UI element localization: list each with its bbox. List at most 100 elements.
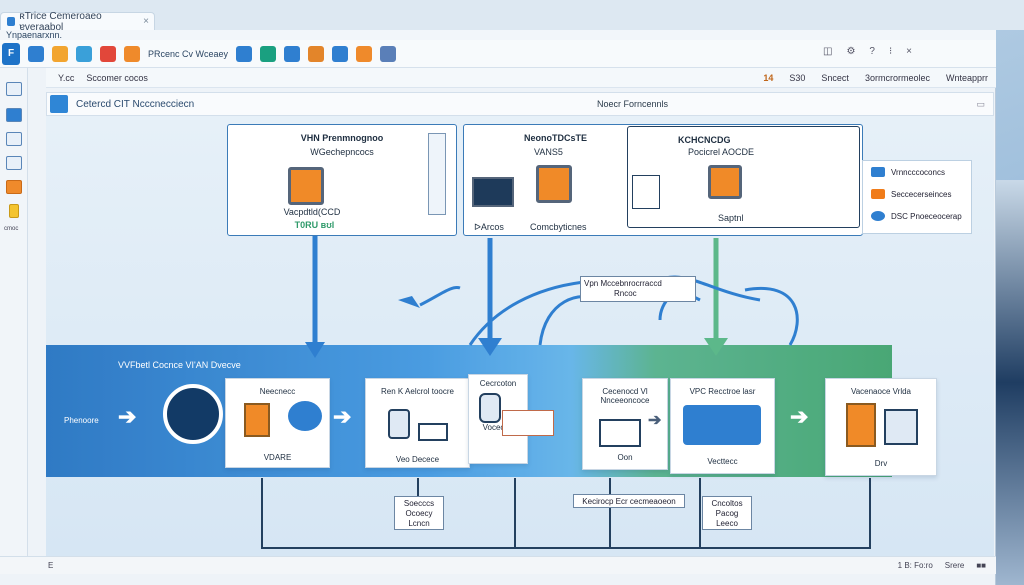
- close-icon[interactable]: ×: [143, 16, 149, 27]
- document-title: Cetercd CIT Ncccnecciecn: [76, 98, 195, 110]
- arrow-icon: ➔: [648, 412, 662, 429]
- card-gateway[interactable]: Cecenocd Vl Nnceeoncoce Oon: [582, 378, 668, 470]
- arrow-icon: ➔: [118, 404, 137, 429]
- window-close-icon[interactable]: ×: [906, 46, 912, 57]
- ribbon-heading: PRcenc Cv Wceaey: [148, 48, 229, 59]
- image-icon[interactable]: [260, 45, 277, 62]
- card-title: Cecenocd Vl Nnceeoncoce: [600, 387, 650, 405]
- node-footer-2: Comcbyticnes: [530, 222, 587, 232]
- card-footer: Vocecen: [482, 423, 514, 432]
- status-item: 1 B: Fo:ro: [897, 561, 933, 570]
- sidebar-label: cmoc: [4, 226, 19, 232]
- grid-icon[interactable]: [6, 132, 22, 146]
- node-footer-2: T0RU ʙʊl: [294, 220, 335, 230]
- legend-item: Seccecerseinces: [871, 189, 951, 199]
- color-icon[interactable]: [124, 45, 140, 62]
- format-icon[interactable]: [236, 45, 253, 62]
- card-access[interactable]: Ren K Aelcrol toocre Veo Decece: [365, 378, 470, 468]
- server-icon: [846, 403, 876, 447]
- card-encryption[interactable]: Cecrcoton Vocecen: [468, 374, 528, 464]
- server-icon: [536, 165, 572, 203]
- layers-icon[interactable]: [6, 108, 22, 122]
- folder-icon[interactable]: [52, 45, 68, 62]
- card-destination[interactable]: Vacenaoce Vrlda Drv: [825, 378, 937, 476]
- toolbar-right-2[interactable]: Sncect: [821, 72, 849, 83]
- delete-icon[interactable]: [100, 45, 116, 62]
- grid-icon[interactable]: [380, 45, 397, 62]
- bulb-icon[interactable]: [9, 204, 19, 218]
- subtitle: Ynpaenarxnn.: [0, 30, 996, 40]
- tab-main[interactable]: ʀTrice Cemeroaeo ɐveraabol ×: [0, 11, 155, 33]
- user-icon: [163, 384, 223, 444]
- status-item[interactable]: Srere: [944, 561, 965, 570]
- app-logo-icon: [7, 17, 16, 26]
- node-footer: Saptnl: [718, 213, 744, 223]
- document-center-label: Noecr Forncennls: [597, 99, 669, 109]
- chart-icon[interactable]: [308, 45, 325, 62]
- status-left[interactable]: E: [48, 561, 54, 570]
- legend-label: Seccecerseinces: [891, 189, 952, 199]
- legend-panel: Vrnncccoconcs Seccecerseinces DSC Pnoece…: [862, 160, 972, 234]
- rack-icon: [428, 133, 446, 215]
- table-icon[interactable]: [332, 45, 349, 62]
- ribbon-toolbar: F PRcenc Cv Wceaey ◫ ⚙ ? ⁝ ×: [0, 40, 996, 68]
- node-vpn-premises[interactable]: VHN Prenmnognoo WGechepncocs Vacpdtld(CC…: [227, 124, 457, 236]
- lock-icon: [479, 393, 501, 423]
- document-header: Cetercd CIT Ncccnecciecn Noecr Forncennl…: [46, 92, 994, 116]
- toolbar-right-4[interactable]: Wnteapprr: [945, 72, 988, 83]
- card-footer: Vecttecc: [707, 457, 738, 466]
- node-remote-site[interactable]: KCHCNCDG Pocicrel AOCDE Saptnl: [627, 126, 860, 228]
- page-icon[interactable]: [6, 82, 22, 96]
- desktop-background: [996, 180, 1024, 585]
- legend-item: Vrnncccoconcs: [871, 167, 945, 177]
- paint-icon[interactable]: [28, 45, 44, 62]
- settings-icon[interactable]: ⚙: [846, 46, 856, 57]
- node-title: NeonoTDCsTE: [524, 133, 587, 143]
- card-title: Vacenaoce Vrlda: [850, 387, 912, 396]
- more-icon[interactable]: ⁝: [888, 46, 893, 57]
- ribbon-main-button[interactable]: F: [2, 42, 20, 65]
- status-bar: E 1 B: Fo:ro Srere ■■: [0, 556, 996, 574]
- node-subtitle: Pocicrel AOCDE: [688, 147, 755, 157]
- packet-icon: [502, 410, 554, 436]
- pen-icon[interactable]: [6, 156, 22, 170]
- callout-label: Vpn Mccebnrocrraccd Rncoc: [580, 276, 696, 302]
- server-icon: [288, 167, 324, 205]
- help-icon[interactable]: ?: [869, 46, 875, 57]
- card-footer: Veo Decece: [395, 455, 440, 464]
- toolbar-right-1[interactable]: S30: [789, 72, 806, 83]
- window-controls: ◫ ⚙ ? ⁝ ×: [823, 46, 912, 57]
- toolbar-right-3[interactable]: 3ormcrormeolec: [864, 72, 930, 83]
- arrow-icon: ➔: [790, 404, 809, 429]
- panel-icon: [418, 423, 448, 441]
- card-vpc[interactable]: VPC Recctroe lasr Vecttecc: [670, 378, 775, 474]
- node-subtitle: VANS5: [534, 147, 563, 157]
- card-footer: Drv: [874, 459, 888, 468]
- band-title: VVFbetl Cocnce VI'AN Dvecve: [118, 360, 241, 370]
- band-source-label: Phenoore: [64, 416, 99, 425]
- bottom-label-3: Cncoltos Pacog Leeco: [702, 496, 752, 530]
- callout-line: Vpn Mccebnrocrraccd: [584, 279, 662, 288]
- cloud-icon: [288, 401, 322, 431]
- card-footer: Oon: [617, 453, 633, 462]
- legend-label: Vrnncccoconcs: [891, 167, 945, 177]
- bottom-label-2: Kecirocp Ecr cecmeaoeon: [573, 494, 685, 508]
- card-network[interactable]: Neecnecc VDARE: [225, 378, 330, 468]
- document-icon: [599, 419, 641, 447]
- shapes-icon[interactable]: [6, 180, 22, 194]
- document-icon: [50, 95, 68, 113]
- legend-swatch: [871, 211, 885, 221]
- status-item[interactable]: ■■: [976, 561, 986, 570]
- toolbar-item-2[interactable]: Sccomer cocos: [86, 72, 148, 83]
- share-icon[interactable]: [76, 45, 92, 62]
- layout-icon[interactable]: ◫: [822, 46, 833, 57]
- maximize-icon[interactable]: ▭: [976, 98, 985, 109]
- diagram-connectors: [46, 179, 892, 549]
- monitor-icon: [472, 177, 514, 207]
- node-title: VHN Prenmnognoo: [300, 133, 384, 143]
- text-icon[interactable]: [356, 45, 373, 62]
- shape-icon[interactable]: [284, 45, 301, 62]
- devices-icon: [683, 405, 761, 445]
- toolbar-item-1[interactable]: Y.cc: [58, 72, 75, 83]
